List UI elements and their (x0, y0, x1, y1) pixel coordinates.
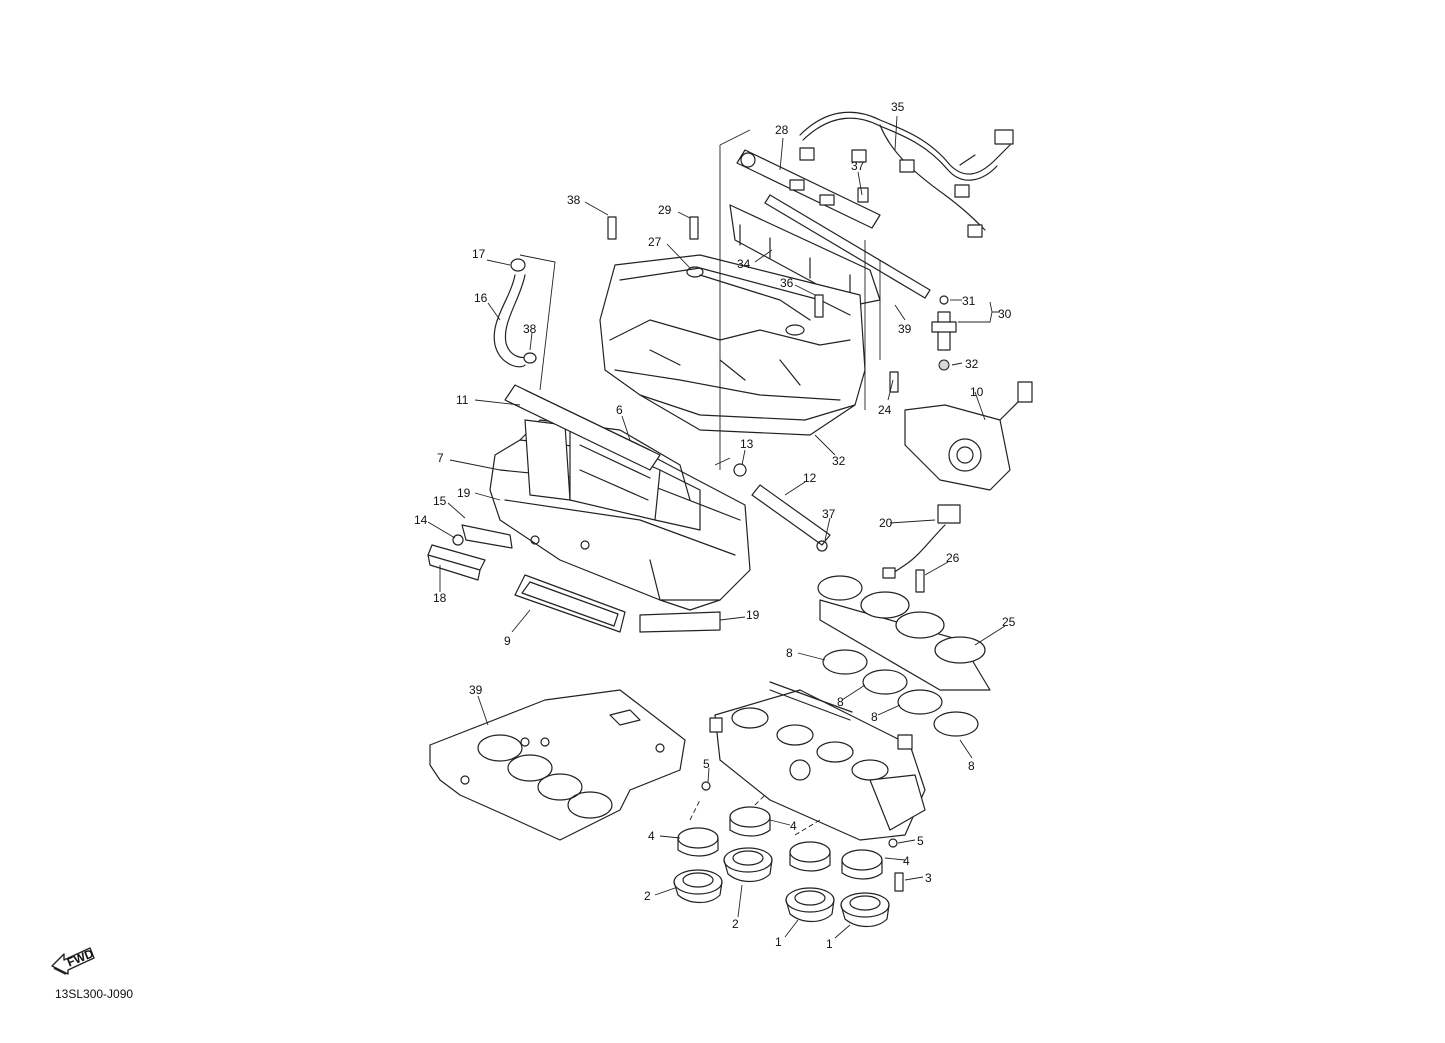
callout-23: 26 (946, 551, 960, 565)
injector (931, 295, 957, 371)
callout-11: 11 (456, 393, 469, 407)
diagram-code: 13SL300-J090 (55, 987, 134, 1001)
callout-8c: 8 (871, 710, 878, 724)
callout-18: 18 (433, 591, 447, 605)
wire-harness (799, 111, 1014, 238)
callout-8b: 8 (837, 695, 844, 709)
callout-10: 10 (970, 385, 984, 399)
callout-21: 24 (878, 403, 892, 417)
callout-2a: 2 (644, 889, 651, 903)
drain-hose (733, 463, 831, 552)
callout-26: 29 (658, 203, 672, 217)
callout-35: 39 (898, 322, 912, 336)
throttle-servo (889, 371, 1033, 491)
injector-holder (729, 194, 931, 306)
callout-4c: 4 (903, 854, 910, 868)
callout-28: 31 (962, 294, 976, 308)
fuel-rail (736, 149, 881, 229)
bracket-damper (427, 524, 513, 581)
callout-3: 3 (925, 871, 932, 885)
throttle-body (709, 681, 926, 841)
callout-39: 39 (469, 683, 483, 697)
breather-hose (493, 258, 537, 368)
callout-34: 36 (780, 276, 794, 290)
callout-17: 17 (472, 247, 486, 261)
air-filter-case-top (599, 254, 866, 436)
callout-33: 37 (851, 159, 865, 173)
callout-1b: 1 (826, 937, 833, 951)
intake-duct (504, 384, 661, 471)
velocity-stacks (817, 569, 991, 691)
fwd-label: FWD (65, 946, 96, 969)
callout-8d: 8 (968, 759, 975, 773)
callout-4b: 4 (790, 819, 797, 833)
air-filter-case-bottom (489, 419, 751, 611)
callout-13: 13 (740, 437, 754, 451)
callout-9: 9 (504, 634, 511, 648)
base-gasket (429, 689, 686, 841)
seal-frame (514, 574, 721, 633)
callout-20: 20 (879, 516, 893, 530)
callout-22: 25 (1002, 615, 1016, 629)
callout-36: 38 (567, 193, 581, 207)
callout-19a: 19 (457, 486, 471, 500)
callout-29: 32 (965, 357, 979, 371)
callout-14: 14 (414, 513, 428, 527)
callout-30: 34 (737, 257, 751, 271)
callout-27: 30 (998, 307, 1012, 321)
callout-labels: 35 28 37 38 29 27 34 36 31 30 39 32 10 2… (414, 100, 1016, 951)
callout-12: 12 (803, 471, 817, 485)
alignment-lines (519, 129, 881, 836)
callout-5b: 5 (917, 834, 924, 848)
callout-15: 15 (433, 494, 447, 508)
callout-5a: 5 (703, 757, 710, 771)
callout-19b: 19 (746, 608, 760, 622)
callout-25: 28 (775, 123, 789, 137)
clamps-and-joints (673, 781, 904, 928)
throttle-position-sensor (882, 504, 961, 579)
callout-24: 27 (648, 235, 662, 249)
bolts-top (607, 216, 824, 318)
callout-1a: 1 (775, 935, 782, 949)
forward-arrow-icon: FWD (50, 940, 98, 976)
o-rings (822, 649, 979, 737)
callout-4a: 4 (648, 829, 655, 843)
callout-6: 6 (616, 403, 623, 417)
callout-38: 38 (523, 322, 537, 336)
callout-31: 35 (891, 100, 905, 114)
callout-37: 37 (822, 507, 836, 521)
callout-7: 7 (437, 451, 444, 465)
callout-leaders (427, 115, 1006, 939)
callout-16: 16 (474, 291, 488, 305)
callout-32: 32 (832, 454, 846, 468)
callout-2b: 2 (732, 917, 739, 931)
callout-8a: 8 (786, 646, 793, 660)
